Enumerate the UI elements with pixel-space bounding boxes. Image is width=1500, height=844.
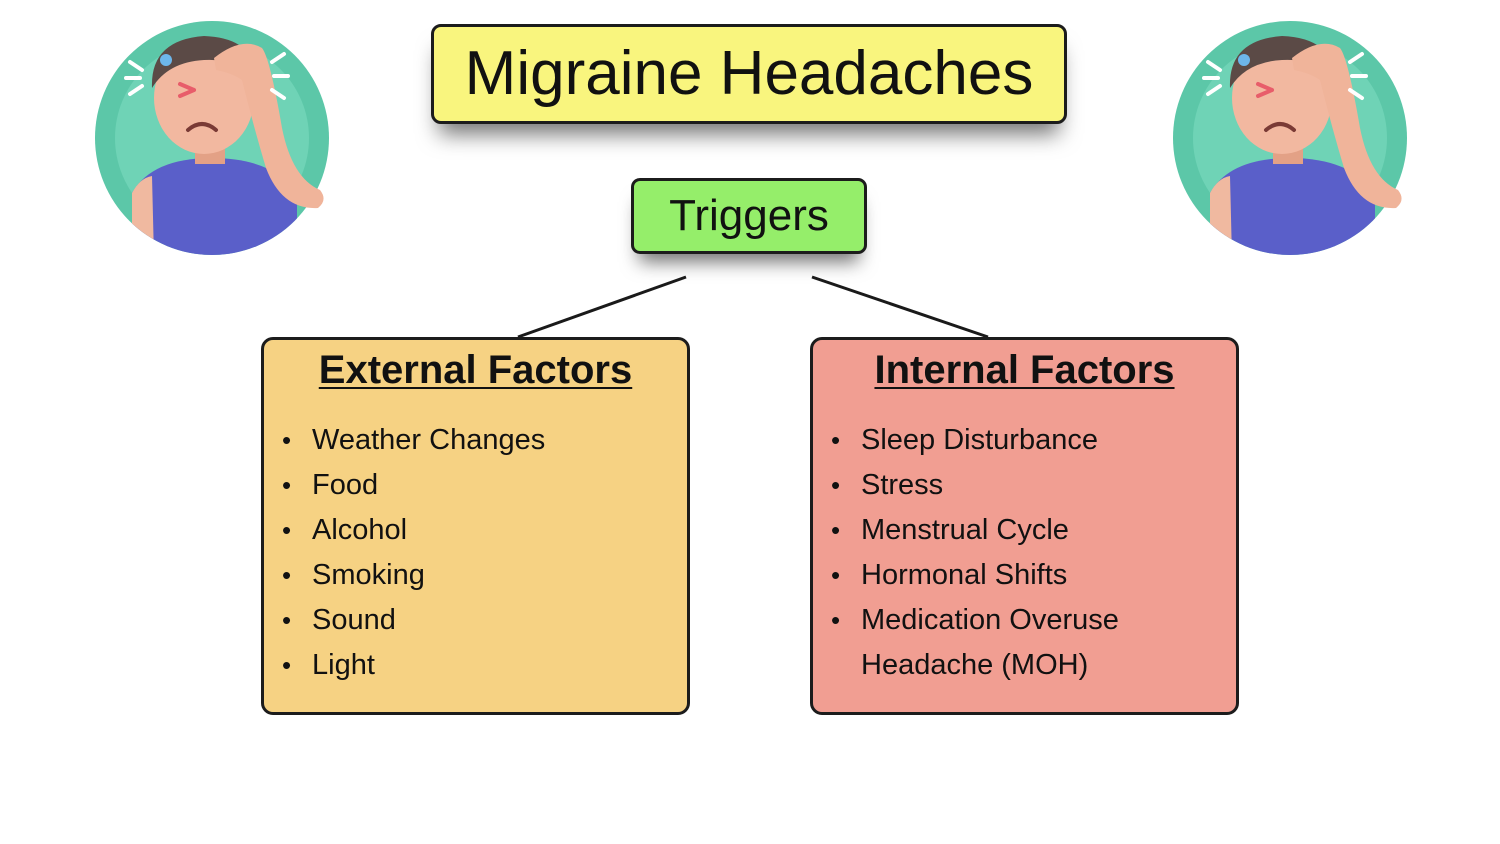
title-box: Migraine Headaches xyxy=(431,24,1067,124)
list-item: Medication Overuse xyxy=(831,598,1119,643)
list-item: Sleep Disturbance xyxy=(831,418,1119,463)
list-item: Alcohol xyxy=(282,508,545,553)
list-item-continuation: Headache (MOH) xyxy=(861,649,1089,681)
external-factors-heading: External Factors xyxy=(318,348,633,392)
connector-to-external xyxy=(517,275,687,339)
triggers-box: Triggers xyxy=(631,178,867,254)
list-item: Food xyxy=(282,463,545,508)
list-item: Smoking xyxy=(282,553,545,598)
internal-factors-box: Internal Factors Sleep Disturbance Stres… xyxy=(810,337,1239,715)
external-factors-box: External Factors Weather Changes Food Al… xyxy=(261,337,690,715)
list-item: Weather Changes xyxy=(282,418,545,463)
triggers-label: Triggers xyxy=(669,191,829,240)
list-item: Menstrual Cycle xyxy=(831,508,1119,553)
headache-person-icon-left xyxy=(95,21,329,255)
list-item: Hormonal Shifts xyxy=(831,553,1119,598)
connector-to-internal xyxy=(811,275,989,339)
internal-factors-list: Sleep Disturbance Stress Menstrual Cycle… xyxy=(831,418,1119,688)
headache-person-icon-right xyxy=(1173,21,1407,255)
internal-factors-heading: Internal Factors xyxy=(874,348,1175,392)
list-item: Sound xyxy=(282,598,545,643)
list-item: Stress xyxy=(831,463,1119,508)
external-factors-list: Weather Changes Food Alcohol Smoking Sou… xyxy=(282,418,545,688)
page-title: Migraine Headaches xyxy=(464,39,1034,108)
list-item: Light xyxy=(282,643,545,688)
